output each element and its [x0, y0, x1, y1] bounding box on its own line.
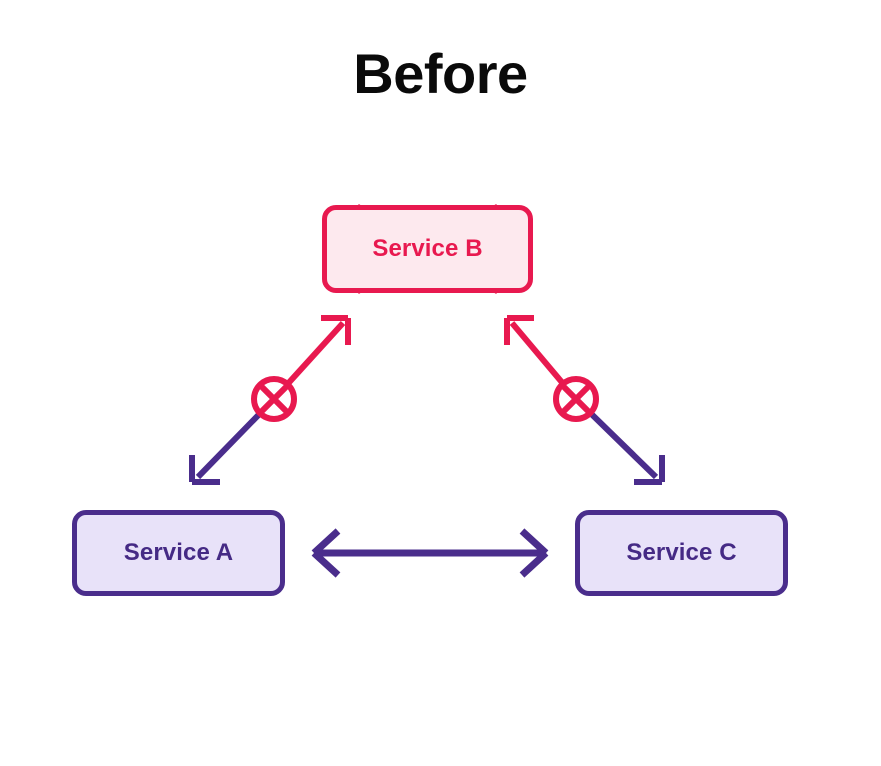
- edge-b-c-arrowhead-toward-b: [504, 315, 534, 345]
- edge-b-c-segment-crimson: [509, 321, 579, 401]
- page-title: Before: [353, 42, 528, 105]
- edge-a-c-arrowhead-toward-c: [519, 528, 549, 578]
- edge-service-a-service-b: [189, 315, 351, 485]
- edge-b-c-arrowhead-toward-c: [634, 455, 665, 485]
- circled-x-icon-left-cross: [258, 383, 290, 415]
- node-service-c[interactable]: Service C: [575, 510, 788, 596]
- node-service-a[interactable]: Service A: [72, 510, 285, 596]
- circled-x-icon-left-circle: [251, 376, 297, 422]
- edge-a-c-arrowhead-toward-a: [311, 528, 341, 578]
- circled-x-icon-right-cross: [560, 383, 592, 415]
- circled-x-icon-right-circle: [553, 376, 599, 422]
- edge-a-b-arrowhead-toward-b: [321, 315, 351, 345]
- edge-service-b-service-c: [504, 315, 665, 485]
- node-service-a-label: Service A: [123, 539, 234, 566]
- edge-service-a-service-c: [311, 528, 549, 578]
- edge-a-b-segment-crimson: [271, 320, 346, 402]
- node-service-b[interactable]: Service B: [322, 205, 533, 293]
- circled-x-icon-right: [553, 376, 599, 422]
- edge-b-c-segment-purple: [573, 396, 659, 480]
- node-service-c-label: Service C: [626, 539, 737, 566]
- circled-x-icon-left: [251, 376, 297, 422]
- edge-a-b-segment-purple: [195, 396, 277, 480]
- node-service-b-label: Service B: [372, 235, 483, 262]
- edge-a-b-arrowhead-toward-a: [189, 455, 220, 485]
